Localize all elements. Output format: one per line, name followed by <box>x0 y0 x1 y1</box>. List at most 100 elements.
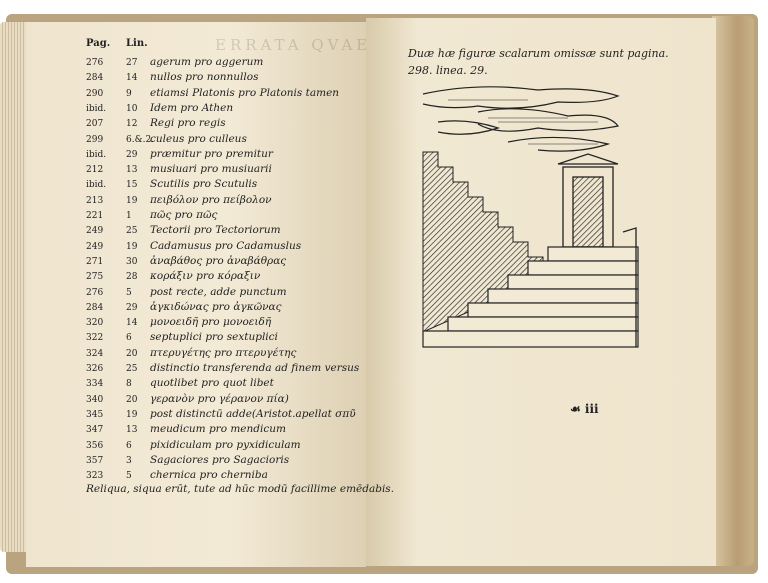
errata-line: 14 <box>126 73 138 84</box>
errata-text: post recte, adde punctum <box>150 285 287 298</box>
errata-row: 221 1 πῶς pro πῶς <box>86 209 217 221</box>
errata-text: πῶς pro πῶς <box>150 209 218 221</box>
errata-text: Idem pro Athen <box>150 101 234 114</box>
errata-page: 340 <box>86 394 104 405</box>
errata-row: 284 14 nullos pro nonnullos <box>86 71 259 83</box>
errata-text: chernica pro cherniba <box>150 469 268 482</box>
errata-line: 15 <box>126 180 138 191</box>
errata-line: 29 <box>126 302 138 313</box>
staircase-woodcut <box>422 86 639 348</box>
errata-text: septuplici pro sextuplici <box>150 331 278 344</box>
errata-page: 221 <box>86 211 104 221</box>
figure-caption: Duæ hæ figuræ scalarum omissæ sunt pagin… <box>408 47 669 77</box>
errata-page: 357 <box>86 455 104 466</box>
cover-edge <box>712 16 754 566</box>
errata-line: 13 <box>126 425 138 436</box>
errata-text: Tectorii pro Tectoriorum <box>150 224 281 237</box>
errata-row: 276 27 agerum pro aggerum <box>86 56 263 68</box>
errata-line: 5 <box>126 471 132 482</box>
errata-text: ἀναβάθος pro ἀναβάθρας <box>150 254 287 267</box>
left-page <box>26 22 366 567</box>
errata-row: 334 8 quotlibet pro quot libet <box>86 377 274 389</box>
errata-line: 1 <box>126 211 132 221</box>
errata-row: 299 6.&.2.culeus pro culleus <box>86 133 247 145</box>
errata-text: culeus pro culleus <box>150 132 247 145</box>
errata-line: 19 <box>126 195 138 206</box>
page-header: Pag. <box>86 38 111 49</box>
errata-page: 249 <box>86 241 104 252</box>
errata-line: 6.&.2. <box>126 134 155 145</box>
errata-page: 249 <box>86 226 104 237</box>
errata-text: μονοειδῆ pro μονοειδῆ <box>150 316 272 329</box>
cloud-shading <box>448 99 598 145</box>
errata-line: 10 <box>126 103 138 114</box>
errata-page: 356 <box>86 440 104 451</box>
errata-text: etiamsi Platonis pro Platonis tamen <box>150 86 340 99</box>
line-header: Lin. <box>126 38 148 49</box>
errata-page: 213 <box>86 195 104 206</box>
right-wall <box>622 227 637 347</box>
errata-header: Pag. Lin. <box>86 38 166 49</box>
errata-page: 290 <box>86 88 104 99</box>
errata-page: 334 <box>86 379 104 390</box>
errata-line: 5 <box>126 287 132 298</box>
errata-line: 8 <box>126 379 132 390</box>
errata-text: distinctio transferenda ad finem versus <box>150 362 360 374</box>
errata-page: 320 <box>86 318 104 329</box>
errata-row: 320 14 μονοειδῆ pro μονοειδῆ <box>86 316 271 328</box>
errata-row: 347 13 meudicum pro mendicum <box>86 423 286 435</box>
errata-line: 30 <box>126 256 138 267</box>
errata-page: 347 <box>86 425 104 436</box>
errata-page: 284 <box>86 302 104 313</box>
errata-row: 213 19 πειβόλον pro πείβολον <box>86 194 272 206</box>
errata-line: 14 <box>126 318 138 329</box>
errata-text: Scutilis pro Scutulis <box>150 178 258 191</box>
errata-text: agerum pro aggerum <box>150 56 264 68</box>
errata-text: quotlibet pro quot libet <box>150 377 274 390</box>
errata-line: 19 <box>126 409 138 420</box>
errata-footer: Reliqua, siqua erūt, tute ad hūc modū fa… <box>86 483 395 495</box>
errata-text: κοράξιν pro κόραξιν <box>150 270 261 283</box>
errata-page: 275 <box>86 272 104 283</box>
errata-text: Regi pro regis <box>150 117 226 130</box>
errata-page: ibid. <box>86 149 107 160</box>
doorway <box>557 153 619 248</box>
errata-line: 20 <box>126 348 138 359</box>
errata-text: nullos pro nonnullos <box>150 71 259 84</box>
errata-text: Cadamusus pro Cadamuslus <box>150 239 302 252</box>
errata-page: 345 <box>86 409 104 420</box>
errata-line: 27 <box>126 58 138 68</box>
errata-text: musiuari pro musiuarii <box>150 163 272 176</box>
errata-page: 207 <box>86 119 104 130</box>
page-edges <box>0 22 30 552</box>
errata-line: 6 <box>126 333 132 344</box>
errata-line: 6 <box>126 440 132 451</box>
errata-page: 323 <box>86 471 104 482</box>
errata-page: 284 <box>86 73 104 84</box>
errata-page: 322 <box>86 333 104 344</box>
errata-page: 276 <box>86 58 104 68</box>
errata-text: post distinctū adde(Aristot.apellat σπῦ <box>150 407 356 420</box>
errata-line: 29 <box>126 149 138 160</box>
errata-line: 13 <box>126 165 138 176</box>
errata-line: 3 <box>126 455 132 466</box>
errata-page: 326 <box>86 364 104 374</box>
errata-text: meudicum pro mendicum <box>150 423 286 436</box>
errata-page: ibid. <box>86 103 107 114</box>
errata-row: 323 5 chernica pro cherniba <box>86 469 268 481</box>
errata-text: πτερυγέτης pro πτερυγέτης <box>150 346 297 359</box>
errata-page: 299 <box>86 134 104 145</box>
errata-text: γερανὸν pro γέρανον πία) <box>150 392 289 405</box>
errata-text: πειβόλον pro πείβολον <box>150 193 272 206</box>
